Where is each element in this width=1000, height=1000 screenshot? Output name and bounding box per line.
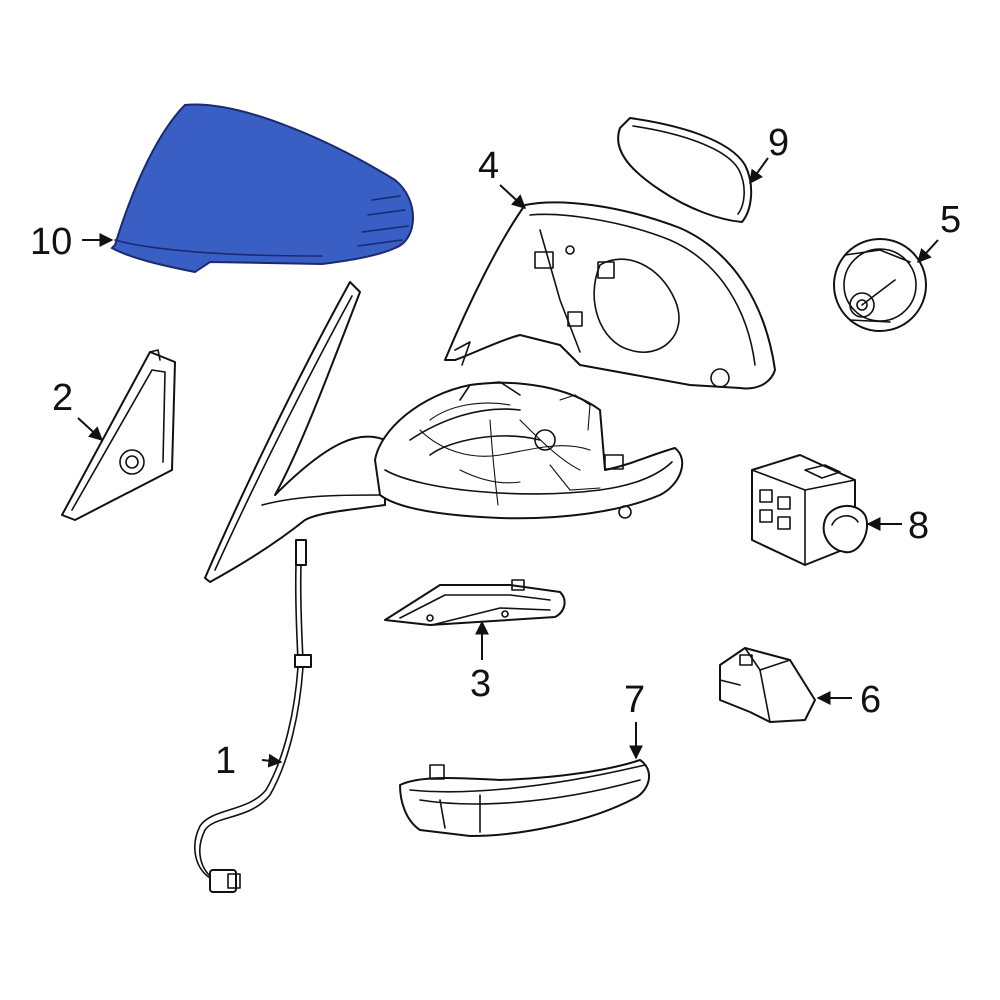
part-7-turn-signal[interactable] [399,759,650,837]
part-10-mirror-cap[interactable] [110,103,414,274]
part-3-lower-trim[interactable] [384,579,566,626]
callout-10: 10 [30,221,72,263]
part-6-bracket[interactable] [719,647,816,723]
part-9-mirror-glass[interactable] [617,117,753,223]
callout-4: 4 [478,145,499,187]
part-8-camera-module[interactable] [751,454,868,566]
callout-5: 5 [940,199,961,241]
part-1-wiring-harness[interactable] [194,539,312,893]
mirror-cap-shape[interactable] [110,103,414,274]
part-5-actuator[interactable] [833,238,927,332]
callout-3: 3 [470,663,491,705]
mirror-housing-assembly [374,381,684,520]
callout-2: 2 [52,377,73,419]
callout-6: 6 [860,679,881,721]
callout-leaders [77,157,939,768]
callout-8: 8 [908,505,929,547]
part-4-backing-plate[interactable] [444,201,776,390]
callout-1: 1 [215,740,236,782]
mirror-base-arm [204,281,386,583]
callout-9: 9 [768,122,789,164]
callout-labels: 10 2 3 4 5 6 7 8 9 1 [30,122,961,782]
part-2-triangle-trim[interactable] [61,349,176,521]
callout-7: 7 [624,679,645,721]
